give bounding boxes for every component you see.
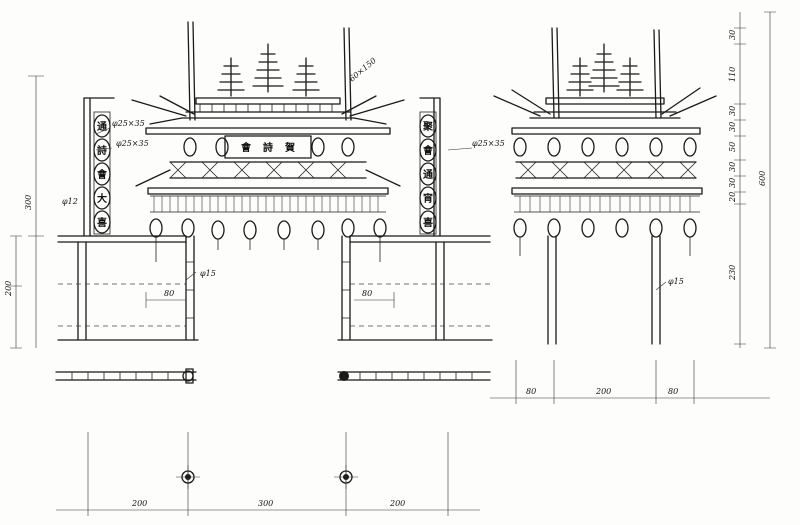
- front-labels: φ12 φ25×35 φ25×35 60×150 φ15 φ25×35: [62, 56, 505, 281]
- sign-char-3: 賀: [284, 141, 295, 154]
- dim-stack-8: 20: [728, 192, 737, 203]
- front-upper-roof: [131, 95, 405, 135]
- plan-posts: [176, 465, 358, 489]
- dim-side-1: 80: [526, 387, 536, 396]
- dim-gap-center: 80: [362, 289, 372, 298]
- lantern-left-char-4: 大: [97, 192, 107, 205]
- lantern-right-char-1: 聚: [422, 121, 434, 133]
- dim-stack-9: 230: [728, 265, 737, 281]
- dim-stack-7: 30: [728, 178, 737, 188]
- lantern-right-char-4: 宵: [423, 192, 433, 205]
- front-gap-dimensions: 80 80: [145, 289, 395, 308]
- side-lanterns: [513, 137, 697, 256]
- lantern-right-char-2: 會: [422, 144, 434, 157]
- sign-char-2: 詩: [263, 141, 273, 154]
- plan-bottom-dimensions: 200 300 200: [56, 432, 480, 516]
- lantern-right-char-5: 喜: [423, 216, 433, 229]
- dim-stack-3: 30: [728, 106, 737, 116]
- dim-gap-left: 80: [164, 289, 174, 298]
- sign-char-1: 會: [240, 141, 252, 154]
- dim-stack-6: 30: [728, 162, 737, 172]
- dim-plan-1: 200: [131, 499, 147, 508]
- front-left-dimensions: 300 200: [4, 75, 44, 349]
- label-lantern-size-a: φ25×35: [112, 119, 145, 128]
- dim-stack-5: 50: [728, 142, 737, 152]
- front-pole-left: [187, 21, 196, 121]
- side-spires: [566, 43, 644, 97]
- label-post-dia-left: φ12: [62, 197, 78, 206]
- front-main-posts: [185, 235, 351, 341]
- lantern-right-char-3: 通: [423, 169, 433, 181]
- side-pole-left: [551, 27, 560, 119]
- side-bottom-dimensions: 80 200 80: [490, 360, 770, 404]
- label-post-dia-center: φ15: [200, 269, 216, 278]
- dim-side-3: 80: [668, 387, 678, 396]
- front-lanterns-upper: [183, 137, 355, 157]
- side-elevation: φ15 30 110 30 30 50 30 30 20 230 600 80 …: [490, 11, 776, 404]
- front-plan-strip: [55, 368, 491, 384]
- dim-stack-2: 110: [728, 67, 737, 82]
- label-lantern-size-b: φ25×35: [116, 139, 149, 148]
- front-spires: [217, 43, 320, 97]
- label-beam-size: 60×150: [348, 56, 378, 84]
- front-elevation: 會 詩 賀: [4, 21, 505, 349]
- front-lanterns-lower: [149, 218, 387, 262]
- lantern-left-char-5: 喜: [97, 216, 107, 229]
- lantern-left-char-3: 會: [96, 168, 108, 181]
- side-roofs: [493, 87, 717, 213]
- front-lower-roof: [135, 169, 401, 213]
- dim-right-total: 600: [758, 171, 767, 186]
- side-posts: [547, 235, 661, 345]
- dim-left-lower: 200: [4, 281, 13, 297]
- dim-side-2: 200: [595, 387, 611, 396]
- lantern-left-char-2: 詩: [97, 144, 107, 157]
- dim-stack-1: 30: [728, 30, 737, 40]
- front-lattice-band: [169, 161, 367, 179]
- front-side-fences: [57, 235, 493, 341]
- front-pole-right: [343, 27, 352, 121]
- side-pole-right: [653, 29, 662, 119]
- side-right-dimensions: 30 110 30 30 50 30 30 20 230 600: [728, 11, 776, 349]
- dim-plan-3: 200: [389, 499, 405, 508]
- dim-plan-2: 300: [258, 499, 273, 508]
- label-lantern-size-right: φ25×35: [472, 139, 505, 148]
- lantern-left-char-1: 通: [97, 121, 107, 133]
- front-sign-board: 會 詩 賀: [224, 135, 312, 159]
- label-post-dia-right: φ15: [668, 277, 684, 286]
- dim-left-height: 300: [24, 195, 33, 210]
- dim-stack-4: 30: [728, 122, 737, 132]
- lantern-column-left: 通 詩 會 大 喜: [93, 114, 111, 234]
- lantern-column-right: 聚 會 通 宵 喜: [419, 114, 437, 234]
